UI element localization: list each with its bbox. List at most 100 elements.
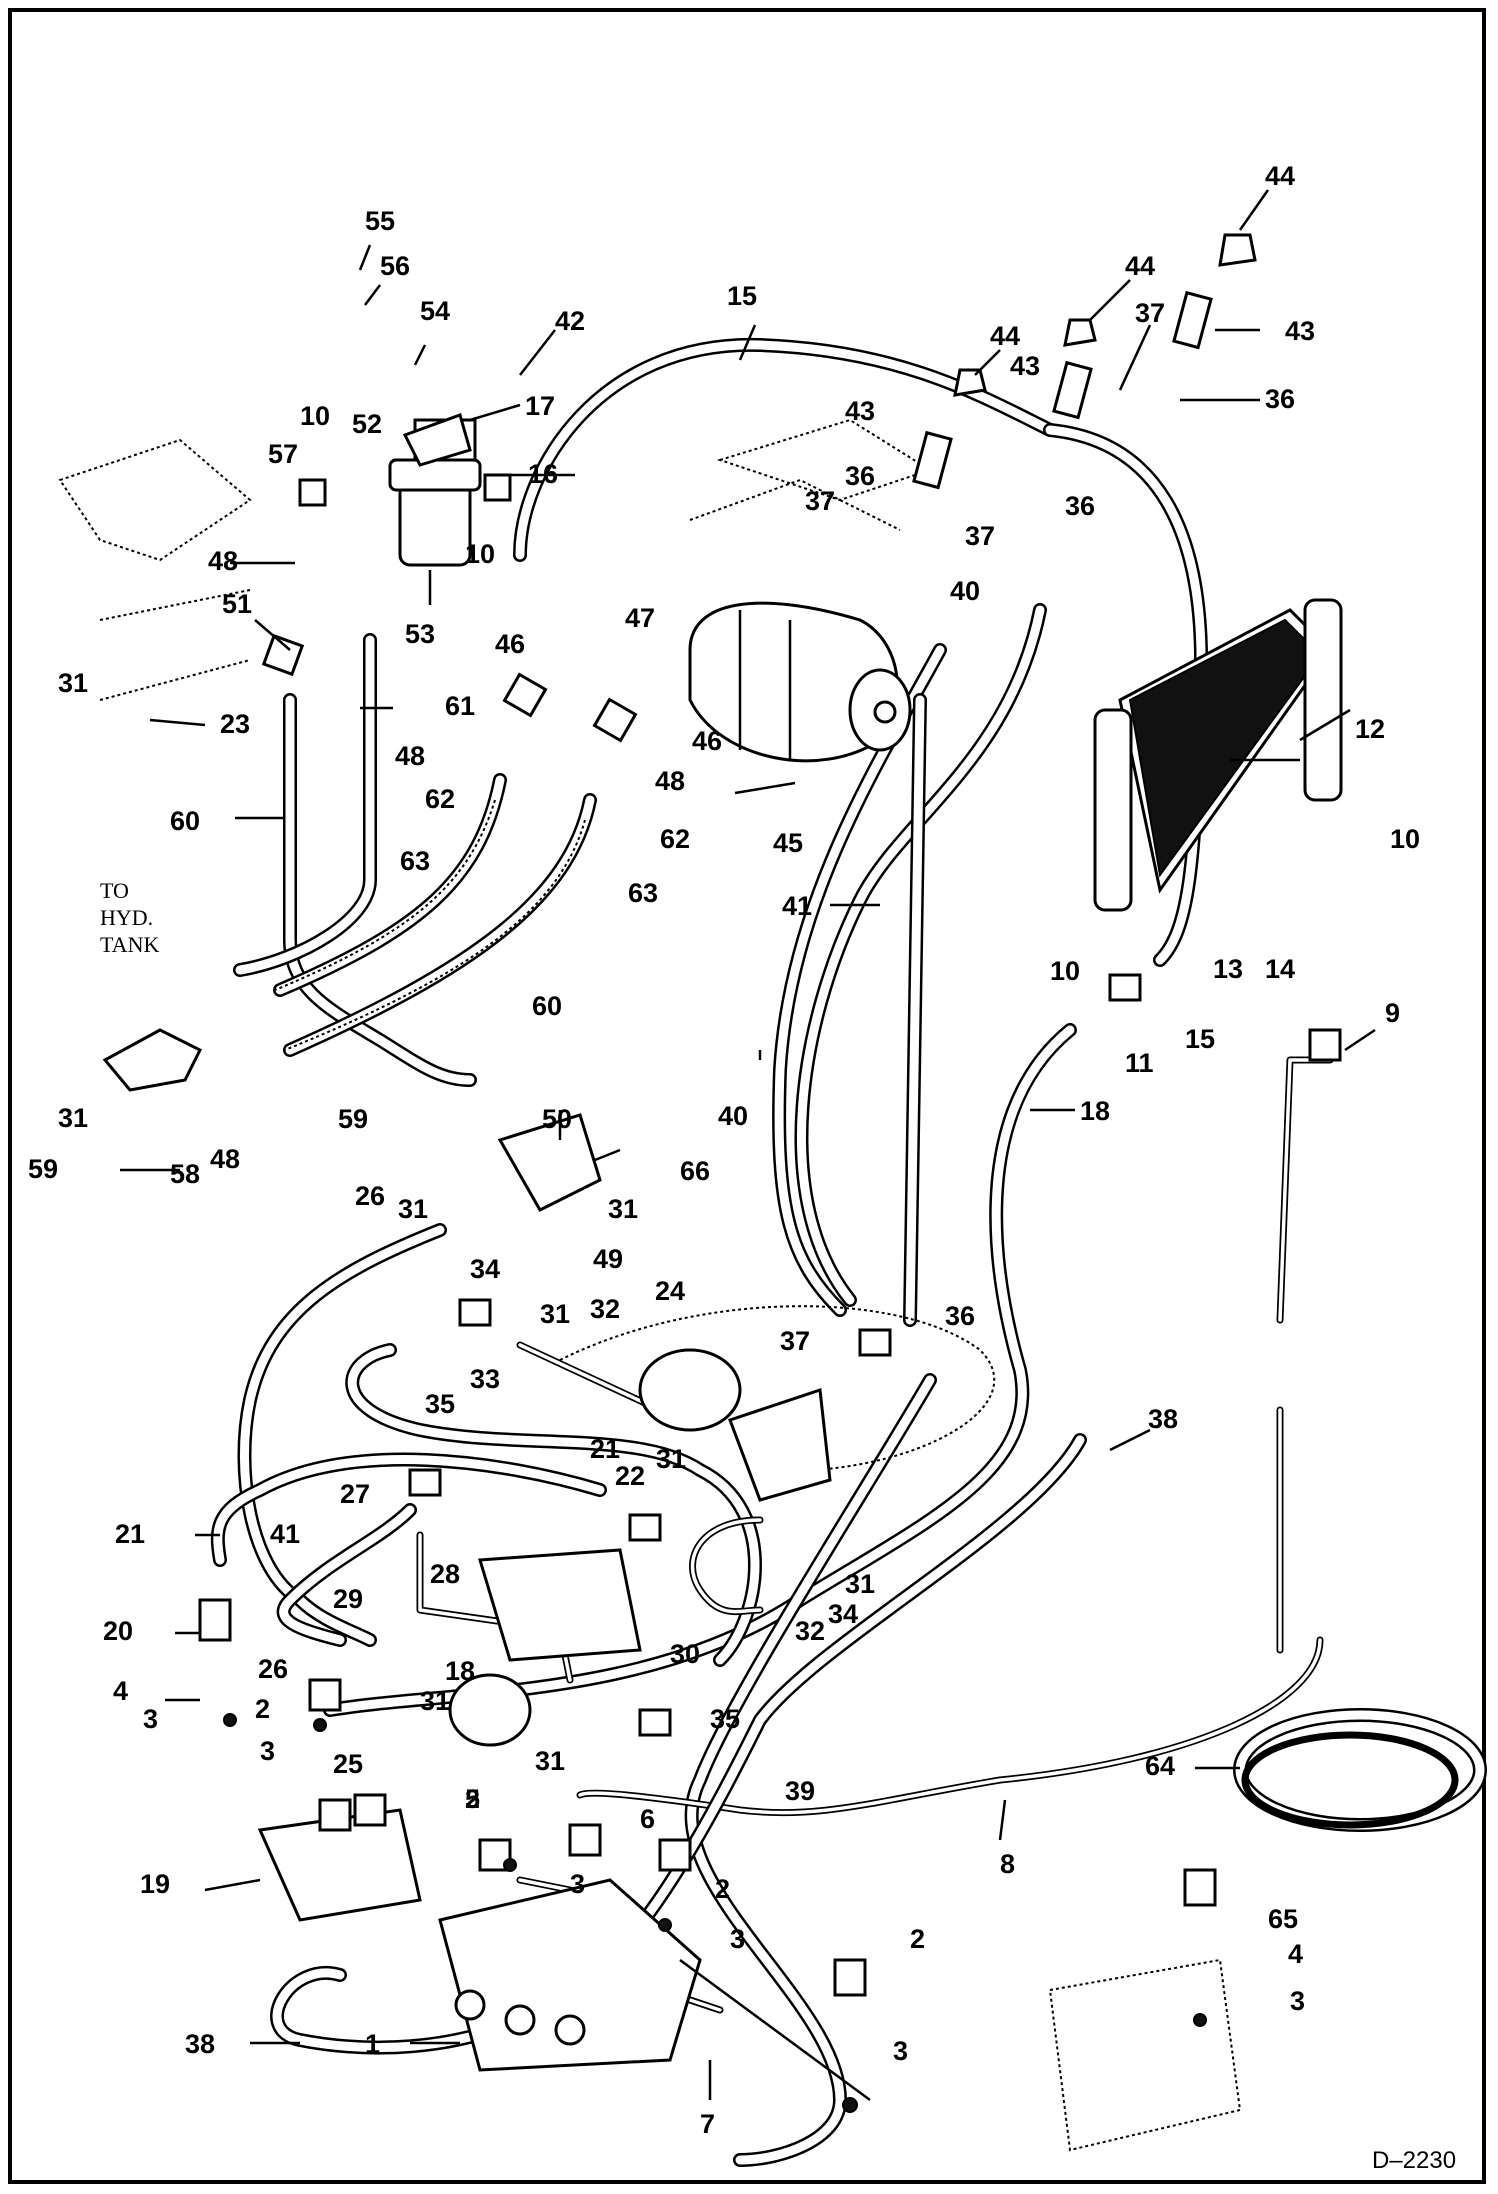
callout-59: 59 — [28, 1154, 58, 1184]
callout-31: 31 — [58, 668, 88, 698]
hose-61 — [233, 633, 377, 977]
accumulator-24 — [638, 1348, 832, 1502]
callout-40: 40 — [950, 576, 980, 606]
callout-46: 46 — [692, 726, 722, 756]
hose-39 — [684, 1373, 937, 2167]
callout-31: 31 — [540, 1299, 570, 1329]
hose-60 — [283, 693, 477, 1087]
callout-32: 32 — [590, 1294, 620, 1324]
callout-10: 10 — [300, 401, 330, 431]
callout-31: 31 — [535, 1746, 565, 1776]
callout-23: 23 — [220, 709, 250, 739]
callout-4: 4 — [1288, 1939, 1303, 1969]
hydraulic-pump-45 — [688, 601, 912, 763]
callout-41: 41 — [270, 1519, 300, 1549]
callout-3: 3 — [260, 1736, 275, 1766]
hose-64-coil — [1233, 1708, 1487, 1832]
callout-60: 60 — [532, 991, 562, 1021]
callout-21: 21 — [115, 1519, 145, 1549]
hose-62b — [283, 793, 597, 1057]
callout-64: 64 — [1145, 1751, 1175, 1781]
callout-44: 44 — [1265, 161, 1295, 191]
hose-41-lower — [276, 1503, 417, 1647]
callout-6: 6 — [640, 1804, 655, 1834]
callout-57: 57 — [268, 439, 298, 469]
callout-63: 63 — [628, 878, 658, 908]
callout-48: 48 — [210, 1144, 240, 1174]
figure-code: D–2230 — [1372, 2147, 1456, 2174]
callout-1: 1 — [365, 2029, 380, 2059]
callout-15: 15 — [727, 281, 757, 311]
callout-42: 42 — [555, 306, 585, 336]
callout-43: 43 — [1285, 316, 1315, 346]
callout-37: 37 — [780, 1326, 810, 1356]
gear-housing — [448, 1548, 642, 1747]
callout-36: 36 — [1065, 491, 1095, 521]
callout-4: 4 — [113, 1676, 128, 1706]
hose-62a — [273, 773, 507, 997]
callout-27: 27 — [340, 1479, 370, 1509]
drawing-frame — [8, 8, 1486, 2184]
spring-guard-63 — [274, 799, 586, 1051]
callout-18: 18 — [445, 1656, 475, 1686]
callout-55: 55 — [365, 206, 395, 236]
callout-34: 34 — [828, 1599, 858, 1629]
callout-48: 48 — [208, 546, 238, 576]
callout-10: 10 — [1050, 956, 1080, 986]
callout-59: 59 — [338, 1104, 368, 1134]
callout-37: 37 — [1135, 298, 1165, 328]
callout-9: 9 — [1385, 998, 1400, 1028]
callout-48: 48 — [395, 741, 425, 771]
callout-36: 36 — [1265, 384, 1295, 414]
control-valve-1 — [438, 1878, 702, 2072]
callout-16: 16 — [528, 459, 558, 489]
callout-18: 18 — [1080, 1096, 1110, 1126]
tube-9 — [1276, 1056, 1334, 1654]
callout-38: 38 — [1148, 1404, 1178, 1434]
callout-50: 50 — [542, 1104, 572, 1134]
callout-31: 31 — [608, 1194, 638, 1224]
callout-12: 12 — [1355, 714, 1385, 744]
callout-56: 56 — [380, 251, 410, 281]
callout-30: 30 — [670, 1639, 700, 1669]
oil-cooler-12 — [1093, 598, 1343, 912]
callout-26: 26 — [258, 1654, 288, 1684]
callout-58: 58 — [170, 1159, 200, 1189]
callout-61: 61 — [445, 691, 475, 721]
callout-60: 60 — [170, 806, 200, 836]
callout-21: 21 — [590, 1434, 620, 1464]
callout-44: 44 — [990, 321, 1020, 351]
callout-53: 53 — [405, 619, 435, 649]
callout-54: 54 — [420, 296, 450, 326]
callout-38: 38 — [185, 2029, 215, 2059]
hose-40-upper — [794, 603, 1047, 1307]
callout-8: 8 — [1000, 1849, 1015, 1879]
callout-24: 24 — [655, 1276, 685, 1306]
callout-19: 19 — [140, 1869, 170, 1899]
tank-note-line-2: HYD. — [100, 905, 153, 930]
callout-36: 36 — [945, 1301, 975, 1331]
tank-note-line-3: TANK — [100, 932, 159, 957]
callout-31: 31 — [398, 1194, 428, 1224]
tube-32 — [516, 1341, 764, 1616]
bracket-17 — [402, 413, 472, 467]
hose-41-vertical — [903, 693, 927, 1327]
callout-22: 22 — [615, 1461, 645, 1491]
callout-labels: 44 44 44 43 43 43 37 37 37 37 36 36 36 3… — [28, 161, 1420, 2139]
callout-37: 37 — [805, 486, 835, 516]
hose-26 — [237, 1223, 447, 1647]
callout-44: 44 — [1125, 251, 1155, 281]
callout-10: 10 — [465, 539, 495, 569]
callout-33: 33 — [470, 1364, 500, 1394]
manifold-block-49 — [497, 1113, 602, 1212]
hose-21 — [210, 1452, 607, 1567]
callout-39: 39 — [785, 1776, 815, 1806]
callout-10: 10 — [1390, 824, 1420, 854]
callout-31: 31 — [845, 1569, 875, 1599]
block-58 — [102, 1028, 203, 1092]
callout-37: 37 — [965, 521, 995, 551]
callout-47: 47 — [625, 603, 655, 633]
callout-29: 29 — [333, 1584, 363, 1614]
callout-3: 3 — [893, 2036, 908, 2066]
callout-62: 62 — [660, 824, 690, 854]
